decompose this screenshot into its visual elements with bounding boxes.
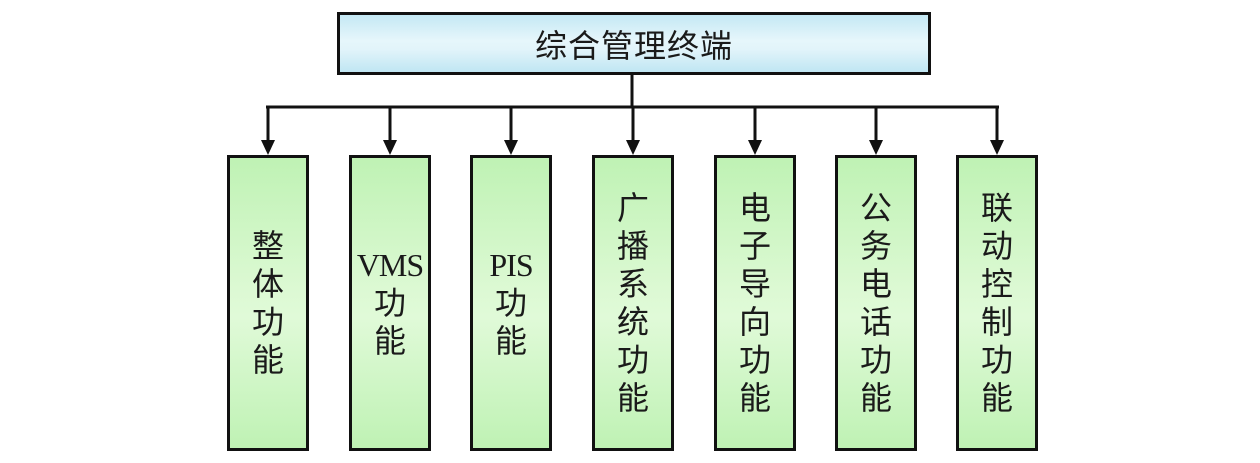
child-node-char: 电: [738, 189, 771, 227]
child-node-char: 话: [859, 303, 892, 341]
child-node-char: 体: [251, 265, 284, 303]
arrowhead-icon: [748, 140, 762, 155]
child-node-char: 整: [251, 227, 284, 265]
child-node-char: 联: [980, 189, 1013, 227]
child-node-char: 能: [738, 379, 771, 417]
child-node-char: 功: [251, 303, 284, 341]
child-node-char: 制: [980, 303, 1013, 341]
child-node-char: 电: [859, 265, 892, 303]
child-node-char: 向: [738, 303, 771, 341]
arrowhead-icon: [626, 140, 640, 155]
child-node-latin-label: PIS: [489, 247, 533, 283]
child-node-char: 广: [616, 189, 649, 227]
child-node-char: 功: [738, 341, 771, 379]
arrowhead-icon: [990, 140, 1004, 155]
arrowhead-icon: [504, 140, 518, 155]
child-node-char: 控: [980, 265, 1013, 303]
child-node-char: 功: [494, 284, 527, 322]
child-node-char: 公: [859, 189, 892, 227]
arrowhead-icon: [869, 140, 883, 155]
root-node-integrated-management-terminal: 综合管理终端: [337, 12, 931, 75]
child-node-char: 务: [859, 227, 892, 265]
child-node-char: 能: [859, 379, 892, 417]
root-node-label: 综合管理终端: [534, 26, 733, 65]
child-node-char: 能: [373, 322, 406, 360]
child-node-char: 功: [373, 284, 406, 322]
child-node-char: 能: [494, 322, 527, 360]
child-node-office-phone: 公务电话功能: [835, 155, 917, 451]
arrowhead-icon: [261, 140, 275, 155]
child-node-char: 子: [738, 227, 771, 265]
child-node-char: 能: [980, 379, 1013, 417]
child-node-char: 播: [616, 227, 649, 265]
child-node-e-guide: 电子导向功能: [714, 155, 796, 451]
child-node-linkage-control: 联动控制功能: [956, 155, 1038, 451]
child-node-char: 系: [616, 265, 649, 303]
child-node-char: 功: [859, 341, 892, 379]
child-node-char: 能: [251, 341, 284, 379]
child-node-char: 功: [616, 341, 649, 379]
child-node-char: 能: [616, 379, 649, 417]
child-node-overall: 整体功能: [227, 155, 309, 451]
child-node-broadcast: 广播系统功能: [592, 155, 674, 451]
child-node-char: 统: [616, 303, 649, 341]
child-node-char: 导: [738, 265, 771, 303]
child-node-char: 功: [980, 341, 1013, 379]
child-node-latin-label: VMS: [356, 247, 424, 283]
child-node-char: 动: [980, 227, 1013, 265]
arrowhead-icon: [383, 140, 397, 155]
